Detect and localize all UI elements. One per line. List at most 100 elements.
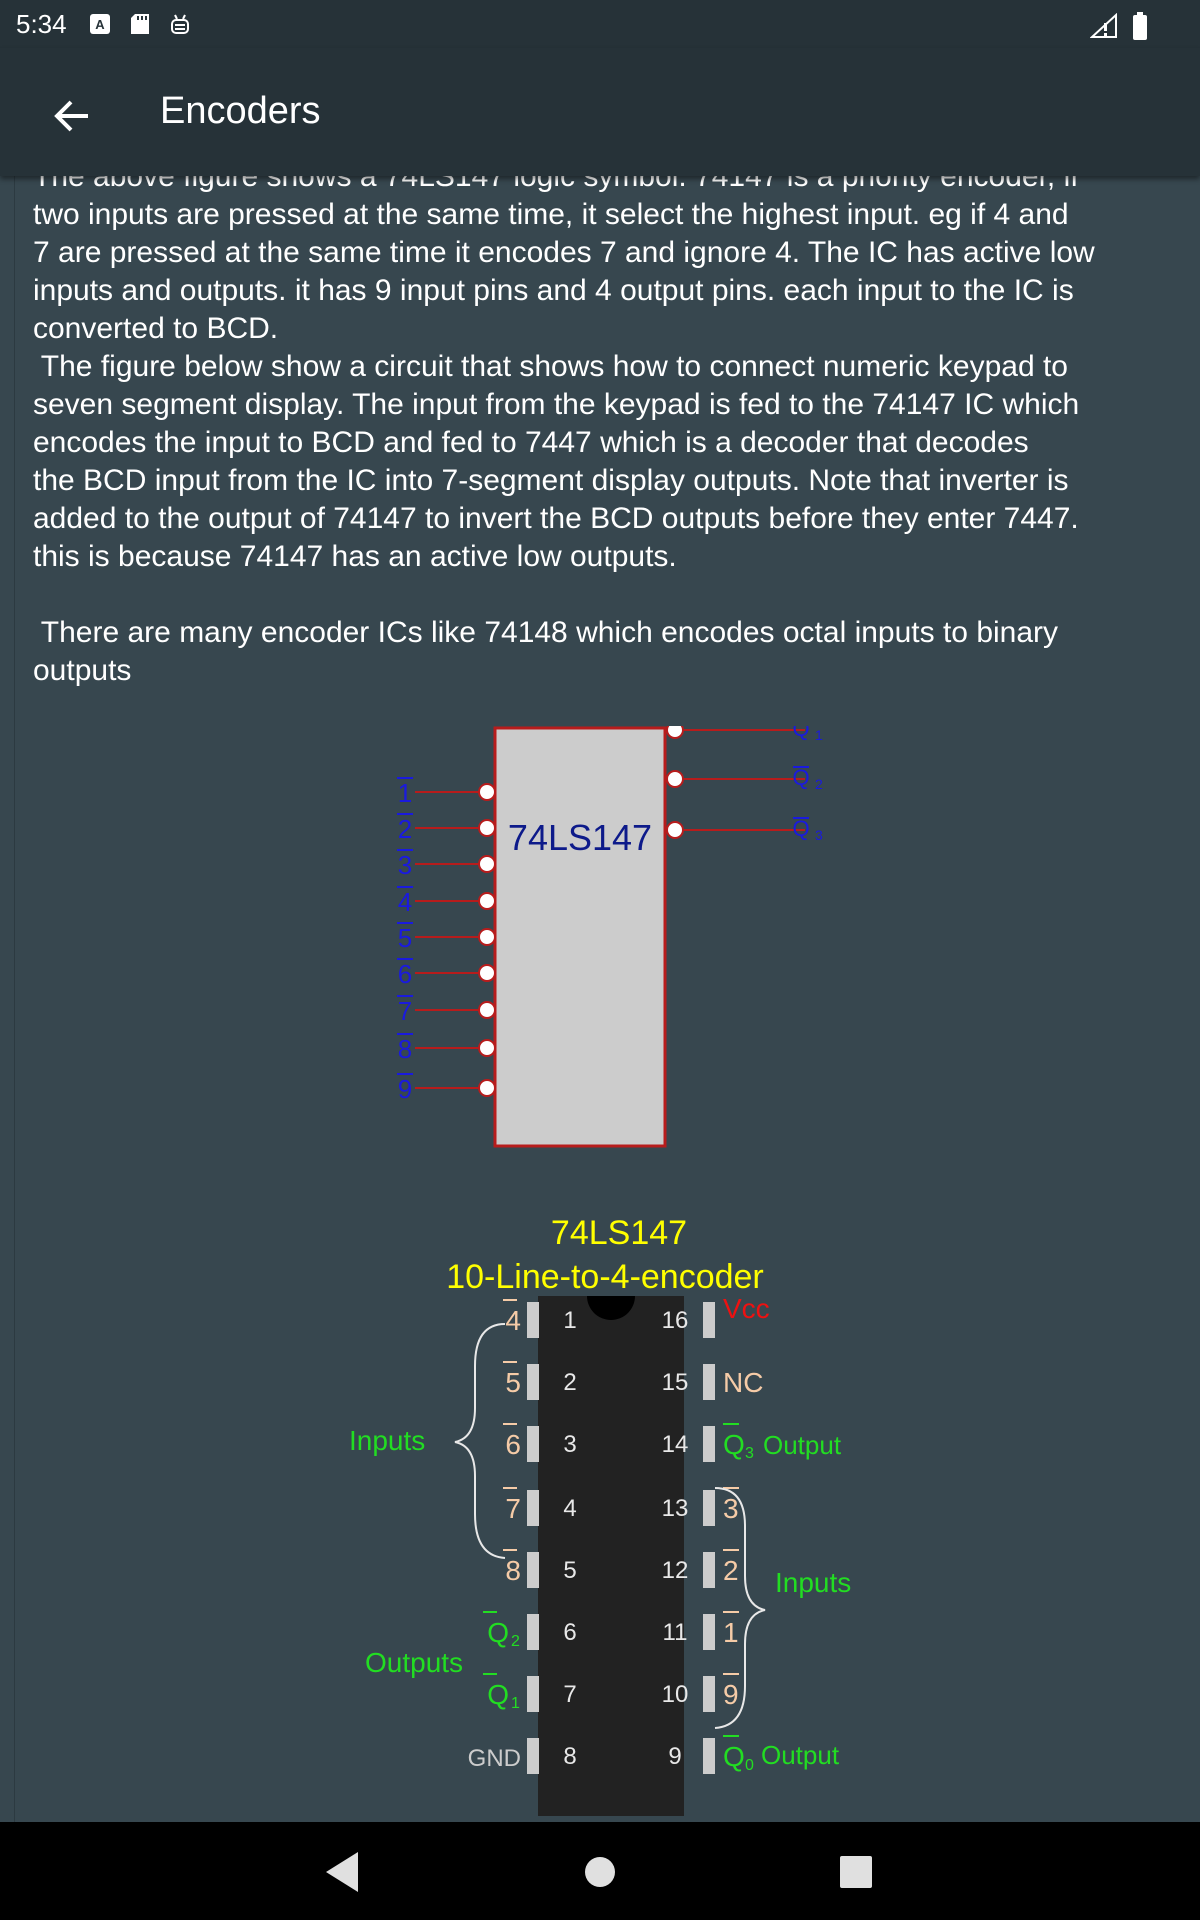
pin-subscript: 3 (745, 1445, 754, 1462)
back-triangle-icon[interactable] (316, 1846, 368, 1898)
paragraph-3: There are many encoder ICs like 74148 wh… (33, 614, 1183, 690)
content-scroll-area[interactable]: The above figure shows a 74LS147 logic s… (14, 176, 1187, 1822)
pin-subscript: 0 (745, 1757, 754, 1774)
pin-label: NC (723, 1367, 763, 1398)
pin-number: 6 (563, 1619, 576, 1646)
pin-number: 9 (668, 1743, 681, 1770)
pin-number: 8 (563, 1743, 576, 1770)
pin-stub (703, 1738, 715, 1774)
inputs-label-right: Inputs (775, 1567, 851, 1598)
pin-label: 2 (723, 1555, 739, 1586)
pin-label: 7 (505, 1493, 521, 1524)
input-label: 4 (398, 887, 412, 917)
text-line: encodes the input to BCD and fed to 7447… (33, 426, 1029, 459)
output-subscript: 1 (815, 727, 823, 743)
keyboard-a-icon: A (89, 14, 110, 34)
pin-number: 11 (663, 1619, 688, 1646)
pin-number: 3 (563, 1431, 576, 1458)
pin-label: Q (487, 1617, 509, 1648)
pin-stub (703, 1364, 715, 1400)
pin-number: 2 (563, 1369, 576, 1396)
pin-stub (703, 1614, 715, 1650)
output-label: Q (792, 726, 809, 741)
pin-stub (527, 1490, 539, 1526)
chip-body (493, 726, 667, 1148)
sd-card-icon (130, 14, 149, 34)
pin-label: 5 (505, 1367, 521, 1398)
pin-number: 5 (563, 1557, 576, 1584)
output-label-pin14: Output (763, 1430, 842, 1460)
signal-icon (1090, 13, 1117, 38)
pin-label: 3 (723, 1493, 739, 1524)
pin-number: 4 (563, 1495, 576, 1522)
right-inputs-brace (714, 1487, 766, 1729)
pin-number: 14 (662, 1431, 689, 1458)
navigation-bar (0, 1822, 1200, 1920)
text-line: The figure below show a circuit that sho… (33, 350, 1068, 383)
battery-icon (1133, 12, 1147, 40)
pin-label: 8 (505, 1555, 521, 1586)
ic-body (538, 1296, 684, 1816)
output-label: Q (792, 765, 809, 790)
output-subscript: 3 (815, 827, 823, 843)
inverter-bubble (478, 928, 496, 946)
pin-number: 12 (662, 1557, 689, 1584)
text-line: outputs (33, 654, 132, 687)
pin-number: 16 (662, 1307, 689, 1334)
status-time: 5:34 (16, 8, 67, 39)
inverter-bubble (666, 821, 684, 839)
arrow-left-icon[interactable] (44, 88, 100, 144)
pin-label: 6 (505, 1429, 521, 1460)
input-label: 3 (398, 850, 412, 880)
pin-stub (527, 1614, 539, 1650)
pin-stub (703, 1426, 715, 1462)
pin-stub (703, 1552, 715, 1588)
left-inputs-brace (454, 1323, 506, 1559)
paragraph-1: The above figure shows a 74LS147 logic s… (33, 176, 1183, 348)
input-label: 5 (398, 923, 412, 953)
pin-number: 13 (662, 1495, 689, 1522)
inverter-bubble (478, 819, 496, 837)
app-bar: Encoders (0, 48, 1200, 176)
text-line: The above figure shows a 74LS147 logic s… (33, 176, 1079, 193)
pinout-diagram: 74LS147 10-Line-to-4-encoder 14253647586… (349, 1214, 851, 1816)
pin-label: GND (468, 1745, 521, 1772)
input-label: 8 (398, 1034, 412, 1064)
text-line: converted to BCD. (33, 312, 279, 345)
outputs-label-left: Outputs (365, 1647, 463, 1678)
pin-stub (527, 1364, 539, 1400)
paragraph-2: The figure below show a circuit that sho… (33, 348, 1183, 576)
pin-stub (527, 1302, 539, 1338)
input-label: 9 (398, 1074, 412, 1104)
inverter-bubble (478, 964, 496, 982)
output-label-pin9: Output (761, 1740, 840, 1770)
pin-stub (527, 1426, 539, 1462)
pin-stub (527, 1738, 539, 1774)
home-circle-icon[interactable] (574, 1846, 626, 1898)
text-line: this is because 74147 has an active low … (33, 540, 677, 573)
pin-label: Q (487, 1679, 509, 1710)
status-bar: 5:34 A (0, 0, 1200, 48)
text-line: There are many encoder ICs like 74148 wh… (33, 616, 1059, 649)
pin-stub (703, 1302, 715, 1338)
pin-label: 9 (723, 1679, 739, 1710)
ic-notch (587, 1296, 635, 1320)
recents-square-icon[interactable] (830, 1846, 882, 1898)
text-line: inputs and outputs. it has 9 input pins … (33, 274, 1074, 307)
svg-text:A: A (95, 17, 105, 32)
pin-stub (703, 1676, 715, 1712)
pin-number: 10 (662, 1681, 689, 1708)
text-line: added to the output of 74147 to invert t… (33, 502, 1079, 535)
output-label: Q (792, 816, 809, 841)
text-line: 7 are pressed at the same time it encode… (33, 236, 1095, 269)
pin-label: 1 (723, 1617, 739, 1648)
pin-label: 4 (505, 1305, 521, 1336)
pin-stub (527, 1676, 539, 1712)
pin-stub (527, 1552, 539, 1588)
inverter-bubble (666, 726, 684, 739)
pin-number: 7 (563, 1681, 576, 1708)
inverter-bubble (478, 1079, 496, 1097)
inverter-bubble (478, 783, 496, 801)
input-label: 2 (398, 814, 412, 844)
